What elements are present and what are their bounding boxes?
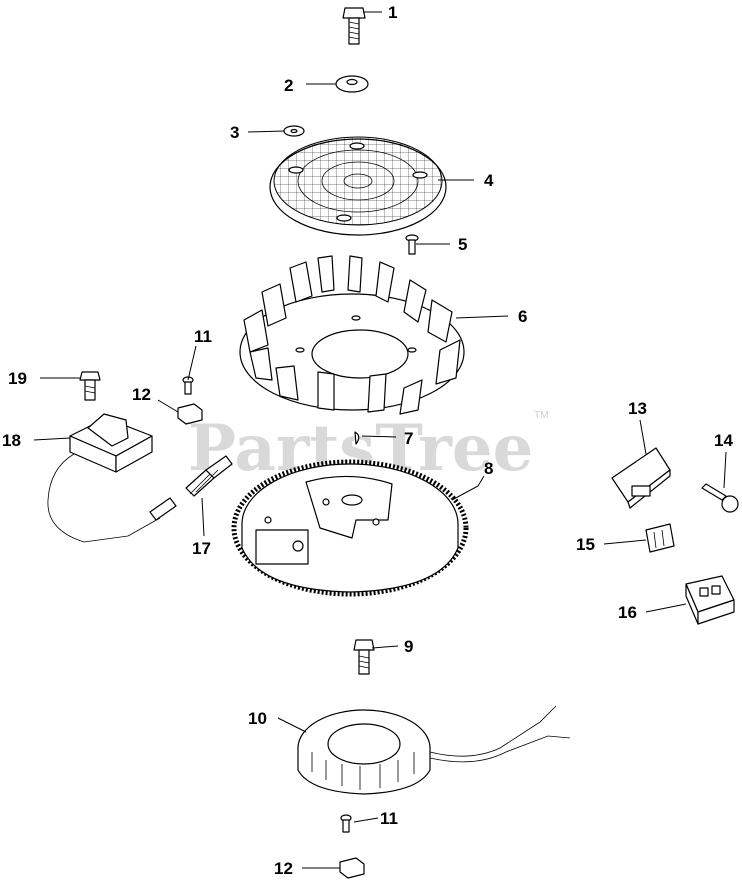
callout-14: 14 <box>714 431 733 450</box>
part-8-flywheel[interactable] <box>231 459 469 597</box>
part-7-key[interactable] <box>354 431 360 445</box>
part-3-lock-washer[interactable] <box>283 125 305 137</box>
callout-1: 1 <box>388 3 397 22</box>
callout-3: 3 <box>230 123 239 142</box>
part-10-stator[interactable] <box>297 705 571 795</box>
callout-5: 5 <box>458 235 467 254</box>
part-17-spark-plug[interactable] <box>185 455 233 497</box>
leader-lines <box>33 11 727 869</box>
part-19-bolt[interactable] <box>79 371 101 401</box>
part-5-screw[interactable] <box>405 234 419 255</box>
callout-4: 4 <box>484 171 494 190</box>
part-18-ignition-module[interactable] <box>47 413 177 543</box>
part-13-rectifier[interactable] <box>611 447 671 509</box>
part-6-fan[interactable] <box>239 255 465 415</box>
callout-labels: 1 2 3 4 5 6 7 8 9 10 11 11 12 12 13 14 1… <box>2 3 733 878</box>
callout-9: 9 <box>404 637 413 656</box>
part-1-bolt[interactable] <box>342 7 366 45</box>
callout-8: 8 <box>484 459 493 478</box>
callout-11-upper: 11 <box>194 327 212 346</box>
callout-12-upper: 12 <box>132 385 151 404</box>
callout-6: 6 <box>518 307 527 326</box>
callout-16: 16 <box>618 603 637 622</box>
callout-11-lower: 11 <box>380 809 398 828</box>
part-16-connector-block[interactable] <box>685 575 735 625</box>
part-11-screw-lower[interactable] <box>340 814 352 833</box>
callout-12-lower: 12 <box>274 859 293 878</box>
callout-19: 19 <box>8 369 27 388</box>
part-4-grass-screen[interactable] <box>269 136 447 236</box>
part-2-washer[interactable] <box>335 75 369 93</box>
callout-13: 13 <box>628 399 647 418</box>
part-9-bolt[interactable] <box>353 639 375 675</box>
callout-18: 18 <box>2 431 21 450</box>
callout-15: 15 <box>576 535 595 554</box>
part-12-clamp-upper[interactable] <box>177 403 203 425</box>
callout-2: 2 <box>284 76 293 95</box>
watermark-trademark: TM <box>534 410 548 421</box>
part-14-bolt[interactable] <box>701 483 739 513</box>
callout-10: 10 <box>248 709 267 728</box>
part-15-connector[interactable] <box>645 523 675 553</box>
part-12-clamp-lower[interactable] <box>339 857 365 879</box>
callout-7: 7 <box>404 429 413 448</box>
callout-17: 17 <box>192 539 211 558</box>
